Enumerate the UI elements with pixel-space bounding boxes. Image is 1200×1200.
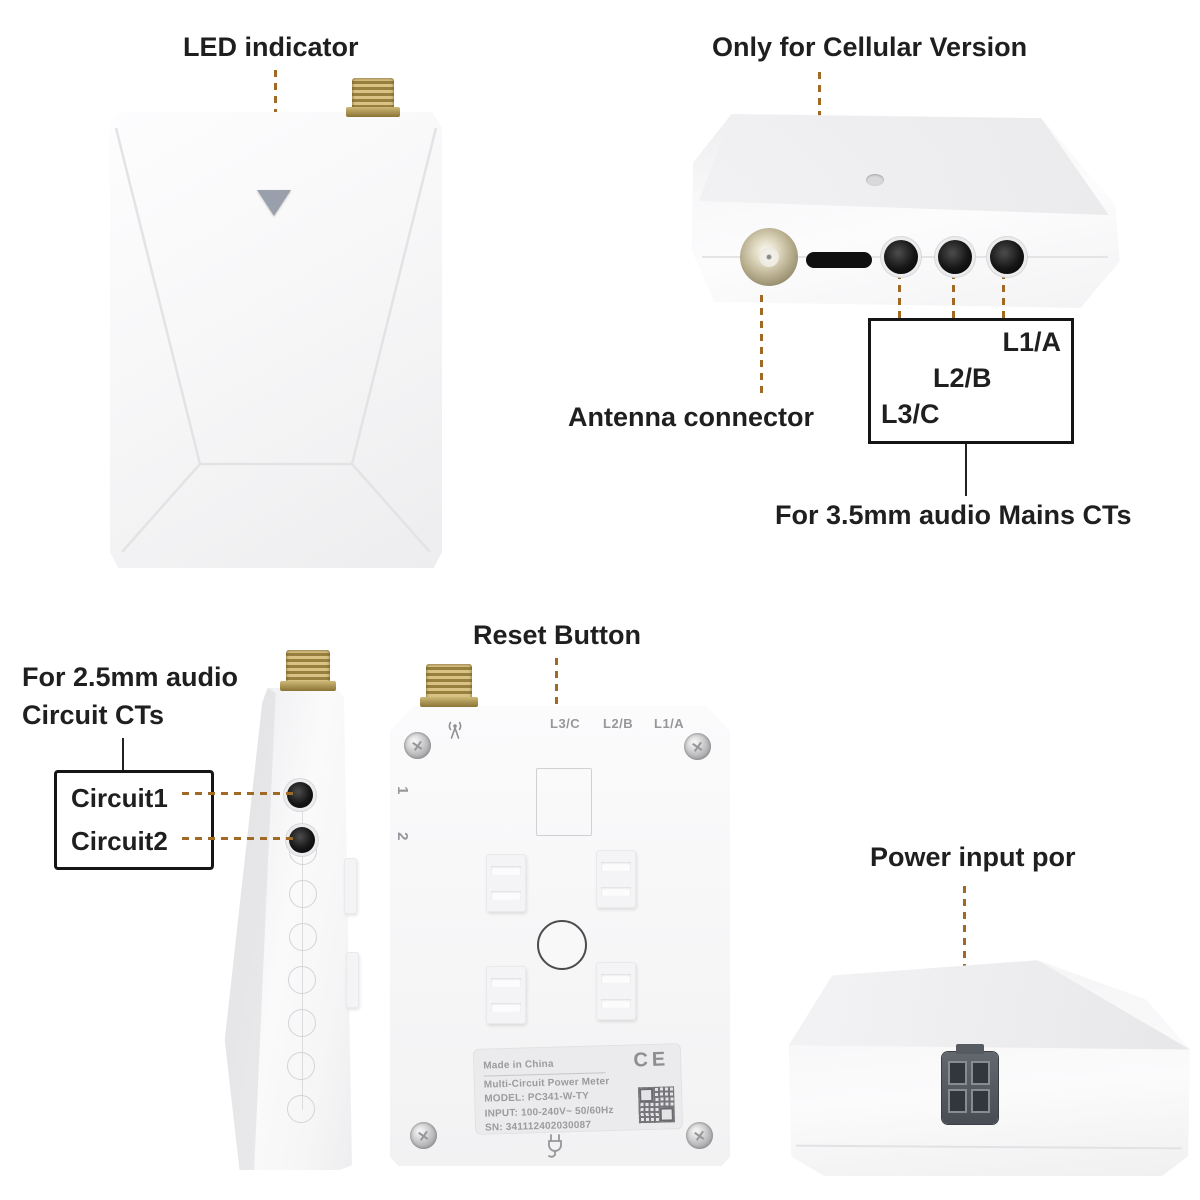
leader-dash-circuit2	[182, 837, 296, 840]
ce-mark: CE	[633, 1048, 670, 1072]
circuit2-jack	[289, 827, 315, 853]
power-input-label: Power input por	[870, 842, 1076, 872]
sim-card-slot	[806, 252, 872, 268]
knockout-circle	[288, 966, 316, 994]
label-made-in: Made in China	[483, 1056, 606, 1077]
power-plug-icon	[548, 1134, 562, 1158]
mains-cts-label: For 3.5mm audio Mains CTs	[775, 500, 1132, 530]
device-top-view	[691, 114, 1120, 308]
led-triangle-icon	[257, 190, 291, 216]
cellular-version-label: Only for Cellular Version	[712, 32, 1028, 62]
leader-dash-jack-l1a	[1002, 272, 1005, 330]
circuit-cts-label-line1: For 2.5mm audio	[22, 662, 239, 692]
leader-dash-circuit1	[182, 792, 296, 795]
ct-mount-clip	[486, 854, 526, 912]
mount-clip-side	[344, 858, 357, 914]
knockout-circle	[288, 1009, 316, 1037]
leader-line-mains-cts	[965, 441, 967, 496]
phase-label-l3c: L3/C	[881, 399, 940, 429]
mounting-hole	[866, 174, 884, 186]
audio-jack-l2b	[938, 240, 972, 274]
antenna-connector-back	[420, 664, 478, 707]
device-back-view: L3/C L2/B L1/A 1 2 Made in China Multi-C…	[390, 706, 730, 1166]
back-print-l3c: L3/C	[550, 716, 581, 731]
audio-jack-l3c	[884, 240, 918, 274]
back-print-channel2: 2	[393, 832, 411, 841]
reset-button[interactable]	[537, 920, 587, 970]
qr-code-graphic	[637, 1086, 675, 1124]
ct-mount-clip	[486, 966, 526, 1024]
device-side-view	[224, 688, 352, 1170]
device-front-view	[110, 112, 442, 568]
circuit-cts-label-line2: Circuit CTs	[22, 700, 165, 730]
knockout-circle	[287, 1052, 315, 1080]
knockout-circle	[287, 1095, 315, 1123]
circuit1-label: Circuit1	[71, 783, 168, 813]
antenna-connector-label: Antenna connector	[568, 402, 815, 432]
knockout-centerline	[302, 806, 303, 1110]
antenna-signal-icon	[448, 721, 462, 739]
audio-jack-l1a	[990, 240, 1024, 274]
leader-dash-jack-l2b	[952, 272, 955, 356]
screw-bottom-right	[686, 1122, 713, 1149]
knockout-circle	[289, 923, 317, 951]
screw-top-left	[404, 732, 431, 759]
phase-label-l2b: L2/B	[933, 363, 992, 393]
label-recess	[536, 768, 592, 836]
ct-mount-clip	[596, 962, 636, 1020]
back-print-channel1: 1	[393, 786, 411, 795]
circuit1-jack	[287, 782, 313, 808]
screw-bottom-left	[410, 1122, 437, 1149]
circuit2-label: Circuit2	[71, 826, 168, 856]
f-type-antenna-connector	[740, 228, 798, 286]
antenna-connector-front	[346, 78, 400, 117]
reset-button-label: Reset Button	[473, 620, 641, 650]
product-label: Made in China Multi-Circuit Power Meter …	[472, 1043, 684, 1135]
mains-phase-box: L1/A L2/B L3/C	[868, 318, 1074, 444]
leader-dash-antenna	[760, 295, 763, 395]
front-face-seams	[114, 127, 438, 553]
case-seam	[795, 1144, 1183, 1150]
top-face-shading	[698, 114, 1109, 216]
knockout-circle	[289, 880, 317, 908]
mount-clip-side	[346, 952, 359, 1008]
led-indicator-label: LED indicator	[183, 32, 359, 62]
leader-line-circuit-box	[122, 738, 124, 771]
power-input-port	[942, 1044, 998, 1124]
screw-top-right	[684, 733, 711, 760]
ct-mount-clip	[596, 850, 636, 908]
side-bevel-shading	[224, 688, 276, 1170]
antenna-connector-side	[280, 650, 336, 691]
phase-label-l1a: L1/A	[1002, 327, 1061, 357]
back-print-l2b: L2/B	[603, 716, 634, 731]
circuit-box: Circuit1 Circuit2	[54, 770, 214, 870]
back-print-l1a: L1/A	[654, 716, 685, 731]
